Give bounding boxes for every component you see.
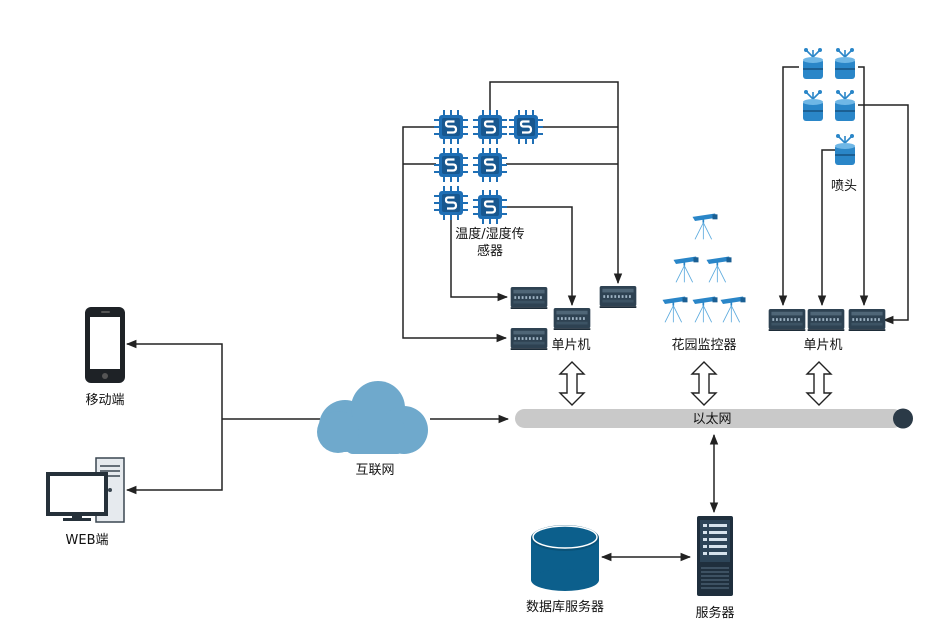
cloud-icon bbox=[317, 381, 428, 454]
server-rack-icon bbox=[697, 516, 733, 596]
camera-cluster bbox=[661, 212, 747, 324]
double-arrow-icon bbox=[805, 361, 833, 406]
surveillance-camera-icon bbox=[661, 295, 689, 324]
microcontroller-icon bbox=[553, 308, 591, 330]
chip-icon bbox=[509, 110, 543, 144]
ethernet-label: 以太网 bbox=[692, 412, 731, 427]
bidirectional-arrows bbox=[558, 361, 833, 406]
mcu-group-right bbox=[768, 309, 886, 331]
double-arrow-icon bbox=[690, 361, 718, 406]
chip-icon bbox=[473, 110, 507, 144]
cameras-label: 花园监控器 bbox=[671, 337, 736, 353]
microcontroller-icon bbox=[807, 309, 845, 331]
double-arrow-icon bbox=[558, 361, 586, 406]
microcontroller-icon bbox=[768, 309, 806, 331]
chip-icon bbox=[434, 148, 468, 182]
connector-lines bbox=[125, 66, 909, 562]
sprinkler-nozzle-icon bbox=[802, 48, 824, 80]
sensors-label-line2: 感器 bbox=[477, 243, 503, 259]
surveillance-camera-icon bbox=[705, 255, 733, 284]
desktop-computer-icon bbox=[46, 457, 125, 523]
web-label: WEB端 bbox=[66, 533, 109, 548]
sprinkler-nozzle-icon bbox=[834, 134, 856, 166]
nozzles-label: 喷头 bbox=[831, 179, 857, 194]
nozzle-cluster bbox=[802, 48, 856, 166]
server-label: 服务器 bbox=[695, 605, 734, 621]
chip-icon bbox=[473, 190, 507, 224]
internet-label: 互联网 bbox=[355, 463, 394, 478]
database-icon bbox=[531, 525, 599, 591]
microcontroller-icon bbox=[510, 287, 548, 309]
surveillance-camera-icon bbox=[691, 295, 719, 324]
mcu-left-label: 单片机 bbox=[551, 338, 590, 353]
microcontroller-icon bbox=[848, 309, 886, 331]
microcontroller-icon bbox=[510, 328, 548, 350]
sprinkler-nozzle-icon bbox=[802, 90, 824, 122]
database-label: 数据库服务器 bbox=[526, 599, 604, 615]
ethernet-bus bbox=[515, 408, 913, 429]
chip-icon bbox=[434, 110, 468, 144]
surveillance-camera-icon bbox=[672, 255, 700, 284]
sensors-label-line1: 温度/湿度传 bbox=[455, 226, 524, 242]
sprinkler-nozzle-icon bbox=[834, 90, 856, 122]
chip-icon bbox=[434, 186, 468, 220]
surveillance-camera-icon bbox=[719, 295, 747, 324]
surveillance-camera-icon bbox=[691, 212, 719, 241]
sprinkler-nozzle-icon bbox=[834, 48, 856, 80]
mcu-right-label: 单片机 bbox=[803, 338, 842, 353]
mobile-label: 移动端 bbox=[85, 393, 124, 408]
smartphone-icon bbox=[85, 307, 125, 383]
chip-icon bbox=[473, 148, 507, 182]
microcontroller-icon bbox=[599, 286, 637, 308]
